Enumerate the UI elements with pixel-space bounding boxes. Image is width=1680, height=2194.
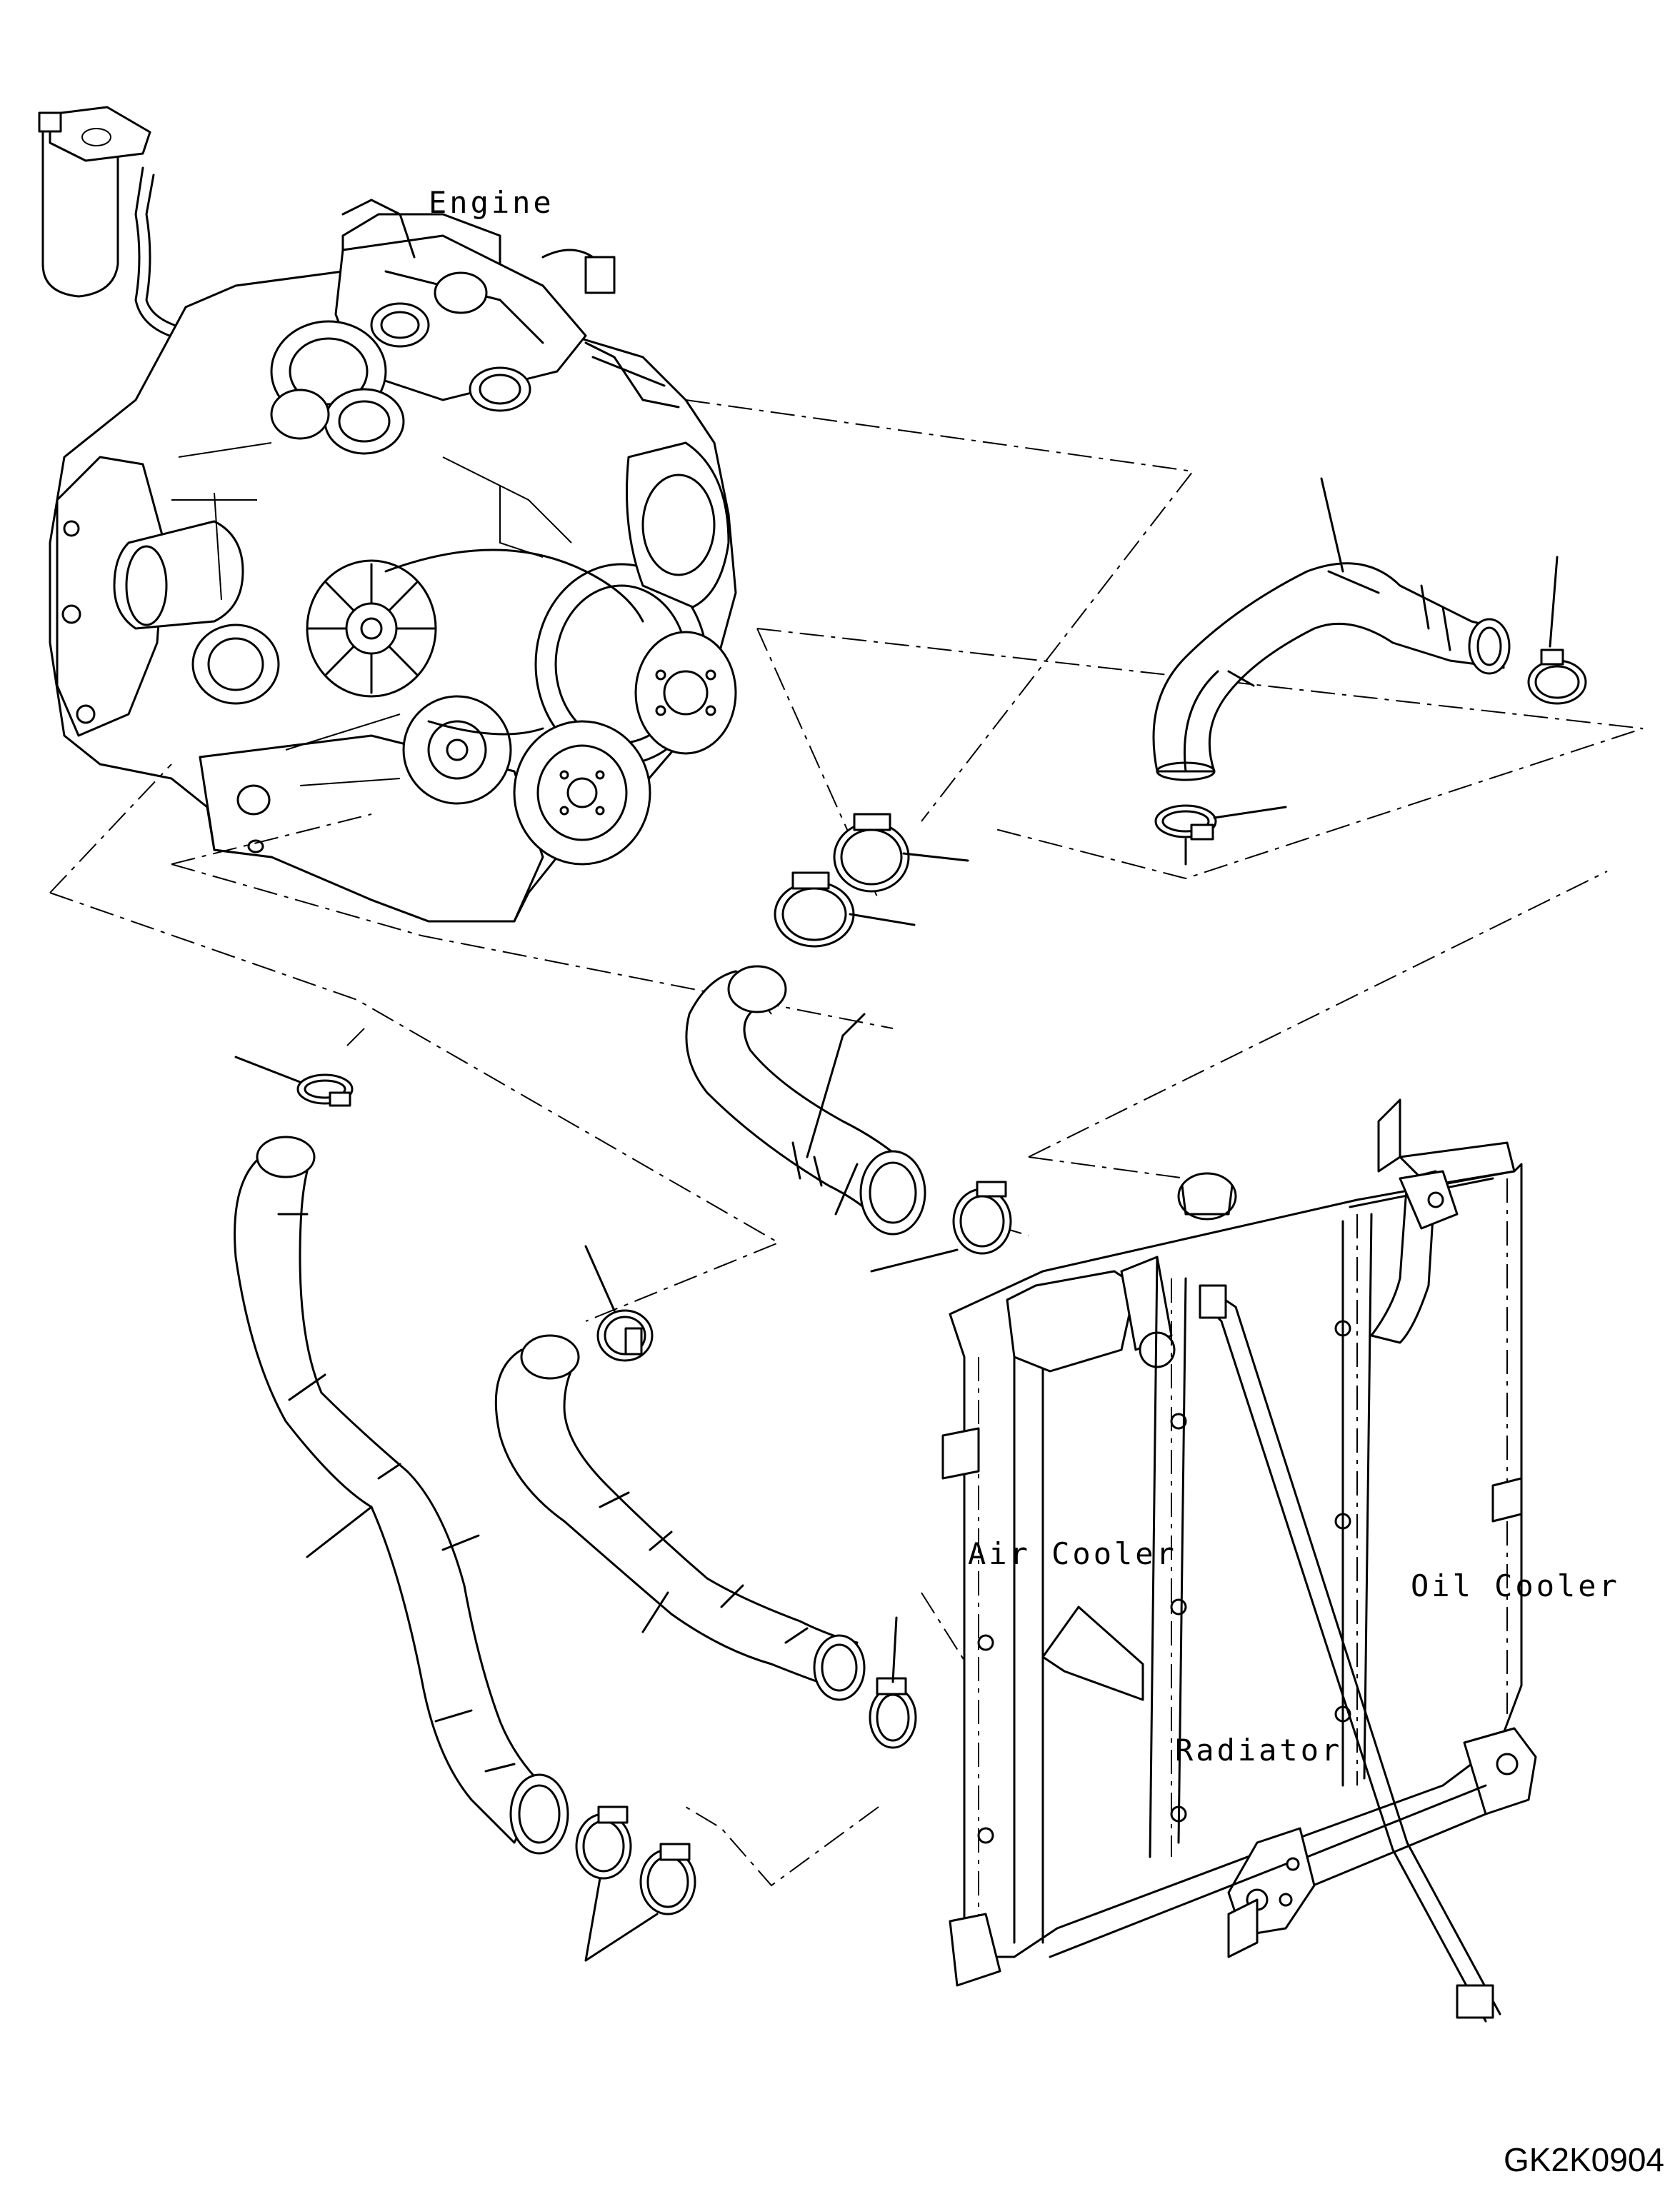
leader-clamp-upper-left <box>1213 806 1287 819</box>
leader-middle-hose <box>806 1034 844 1158</box>
fuel-filter <box>38 106 205 344</box>
clamp-engine-2 <box>774 871 855 948</box>
leader-clamp-left-top <box>234 1056 301 1083</box>
clamp-left-top <box>296 1073 354 1107</box>
upper-radiator-hose <box>1152 562 1511 781</box>
leader-middle-hose-2 <box>841 1013 866 1037</box>
leader-clamps-bottom <box>584 1877 659 1962</box>
clamp-bottom-2 <box>639 1843 696 1915</box>
air-cooler-label: Air Cooler <box>968 1536 1177 1571</box>
leader-center-hose <box>641 1591 669 1633</box>
clamp-engine-1 <box>833 813 910 893</box>
leader-clamp-engine-2 <box>849 913 916 926</box>
leader-clamp-engine-1 <box>902 852 969 862</box>
center-long-hose <box>494 1334 866 1701</box>
leader-clamp-middle <box>870 1248 959 1273</box>
clamp-center-top <box>596 1309 654 1362</box>
oil-cooler-label: Oil Cooler <box>1411 1568 1620 1603</box>
engine-illustration <box>38 106 737 923</box>
clamp-bottom-1 <box>575 1805 632 1880</box>
clamp-middle <box>952 1181 1012 1255</box>
drawing-code: GK2K0904 <box>1504 2141 1664 2178</box>
clamp-upper-right <box>1527 648 1587 705</box>
clamp-center-bottom <box>869 1677 917 1749</box>
clamp-upper-left <box>1154 804 1217 841</box>
radiator-label: Radiator <box>1175 1733 1342 1768</box>
leader-left-hose <box>306 1506 373 1558</box>
leader-clamp-upper-right <box>1549 556 1559 648</box>
leader-clamp-center-top <box>584 1245 616 1312</box>
leader-clamp-center-bottom <box>891 1616 898 1683</box>
engine-label: Engine <box>429 185 554 220</box>
middle-hose <box>685 965 926 1236</box>
left-long-hose <box>234 1136 569 1855</box>
leader-upper-hose <box>1320 477 1344 573</box>
radiator-assembly <box>941 1098 1537 2023</box>
